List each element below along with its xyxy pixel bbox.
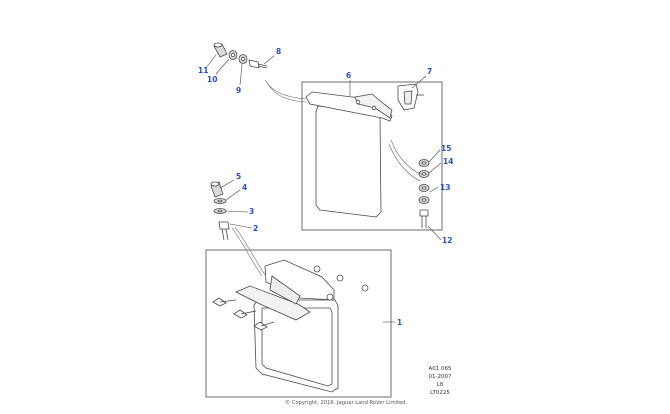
callout-7: 7 <box>427 67 432 76</box>
upper-assembly-box <box>301 81 443 231</box>
callout-14: 14 <box>443 157 453 166</box>
ref-code: A01.065 <box>428 366 452 372</box>
callout-3: 3 <box>249 207 254 216</box>
callout-9: 9 <box>236 86 241 95</box>
ref-drawing-number: LT0225 <box>430 390 450 396</box>
callout-5: 5 <box>236 172 241 181</box>
callout-10: 10 <box>207 75 217 84</box>
callout-4: 4 <box>242 183 247 192</box>
lower-assembly-box <box>205 249 392 398</box>
lower-mudflap <box>235 259 369 393</box>
upper-right-hardware <box>418 159 430 228</box>
ref-date: 01-2007 <box>429 374 452 380</box>
callout-6: 6 <box>346 71 351 80</box>
callout-2: 2 <box>253 224 258 233</box>
copyright-notice: © Copyright, 2016. Jaguar Land Rover Lim… <box>285 399 407 406</box>
callout-12: 12 <box>442 236 452 245</box>
guide-lines <box>231 79 422 277</box>
ref-model: L8 <box>437 382 444 388</box>
wing-nuts <box>212 297 275 331</box>
reference-block: A01.065 01-2007 L8 LT0225 <box>428 366 452 396</box>
callout-11: 11 <box>198 66 208 75</box>
bracket-part-7 <box>397 83 424 111</box>
lower-hardware <box>210 181 230 241</box>
upper-hardware <box>213 42 268 69</box>
leader-lines <box>205 54 442 323</box>
callout-1: 1 <box>397 318 402 327</box>
callout-15: 15 <box>441 144 451 153</box>
callout-8: 8 <box>276 47 281 56</box>
callout-labels: 11 10 9 8 6 7 15 14 13 12 5 4 3 2 1 <box>198 47 453 327</box>
callout-13: 13 <box>440 183 450 192</box>
upper-mudflap <box>305 91 393 218</box>
